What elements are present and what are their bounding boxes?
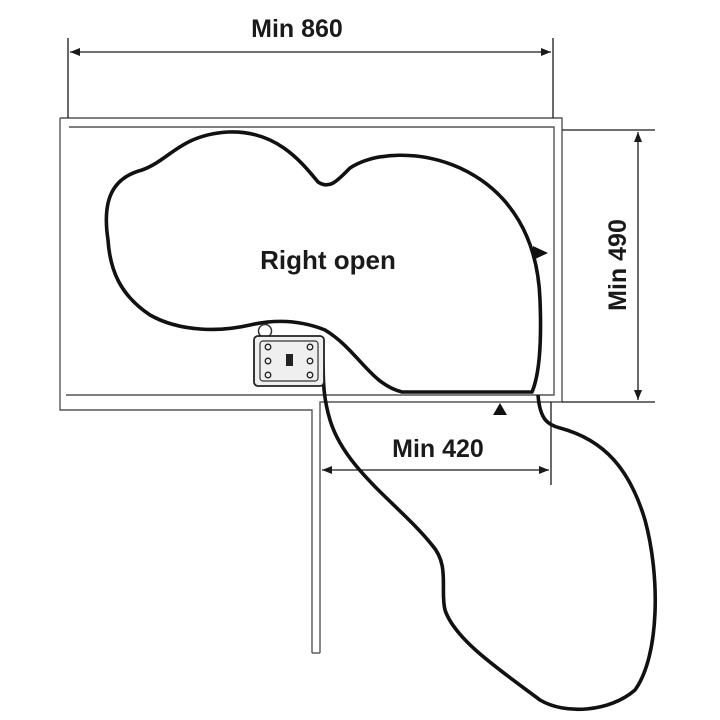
- screw-hole: [264, 371, 272, 379]
- screw-hole: [306, 357, 314, 365]
- shelf-direction-marker-right: [533, 246, 548, 260]
- width-dimension: [67, 38, 554, 118]
- cabinet-inner-edge: [66, 126, 555, 396]
- screw-hole: [264, 343, 272, 351]
- width-dimension-label: Min 860: [251, 15, 343, 43]
- cabinet-side-edge: [59, 118, 313, 653]
- shelf-label: Right open: [260, 245, 396, 275]
- depth-dimension-label: Min 490: [604, 219, 632, 311]
- depth-dimension: [562, 129, 655, 403]
- screw-hole: [306, 343, 314, 351]
- outer-shelf-outline: [316, 348, 658, 712]
- inner-shelf-outline: [104, 130, 543, 394]
- screw-hole: [306, 371, 314, 379]
- mounting-plate-inner: [259, 340, 319, 382]
- screw-hole: [264, 357, 272, 365]
- mounting-bracket: [253, 323, 325, 387]
- opening-dimension-label: Min 420: [392, 435, 484, 463]
- mounting-slot: [286, 354, 293, 366]
- shelf-direction-marker-bottom: [493, 403, 507, 415]
